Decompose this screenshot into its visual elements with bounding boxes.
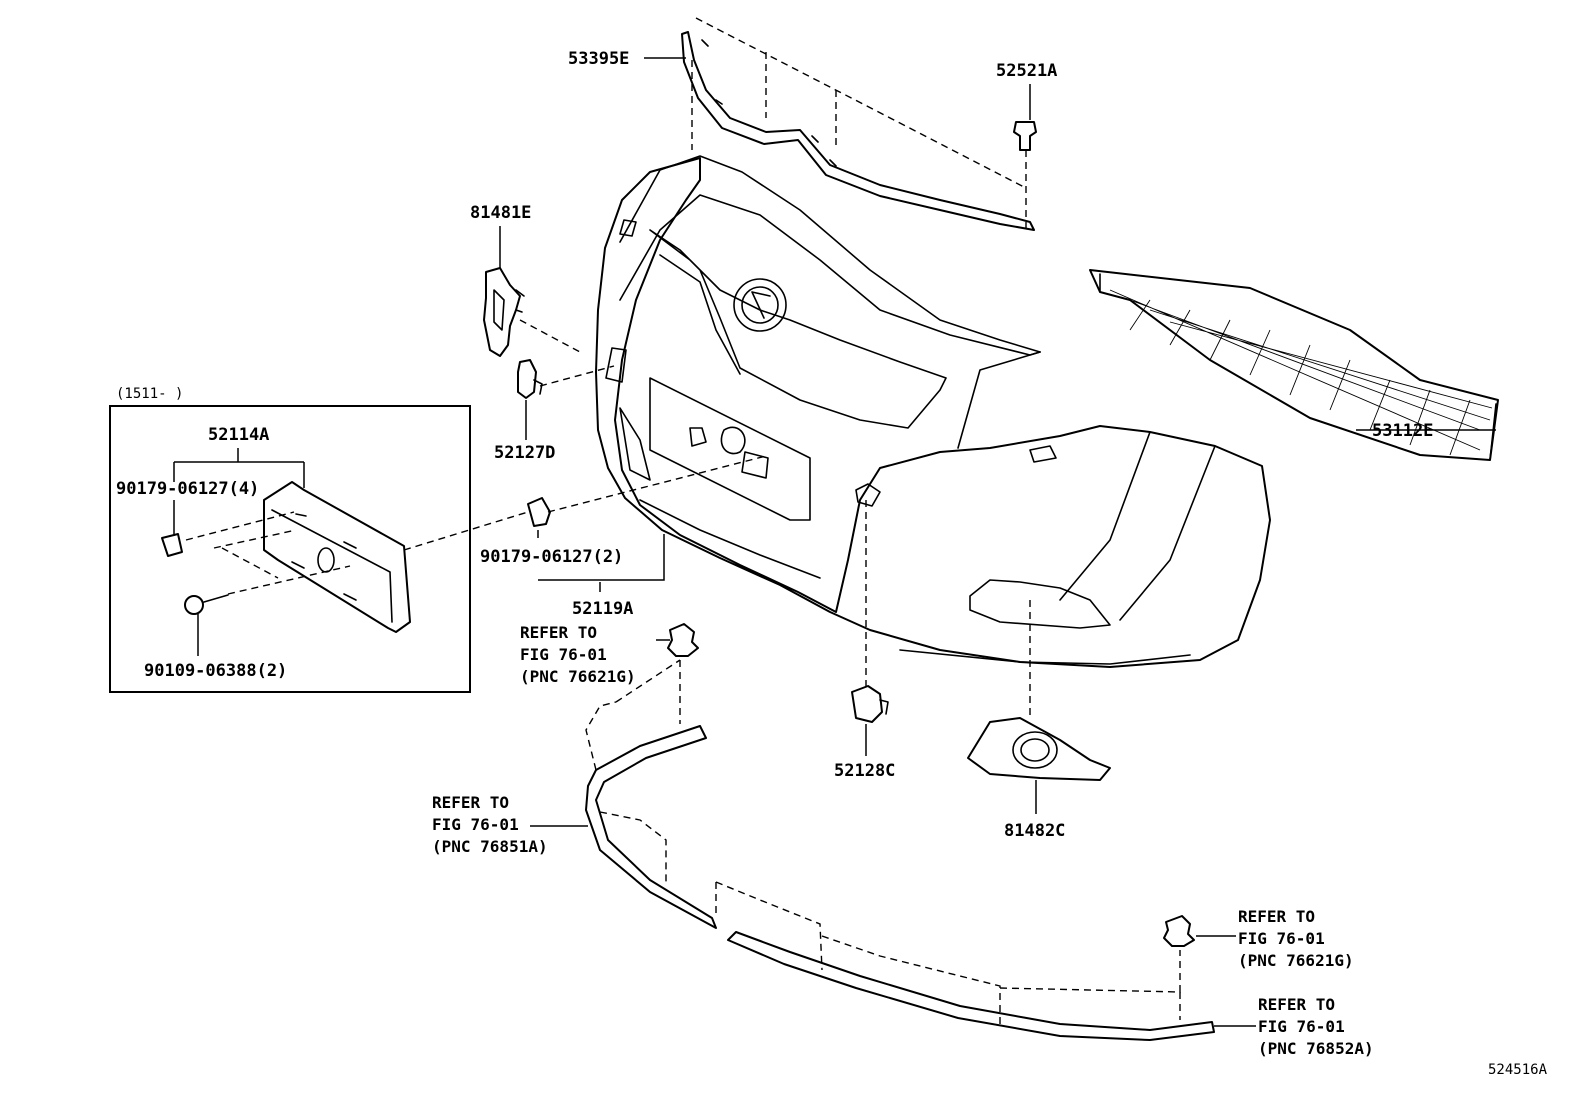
figure-id: 524516A: [1488, 1062, 1548, 1078]
label-81481E: 81481E: [470, 203, 531, 223]
label-52128C: 52128C: [834, 761, 895, 781]
label-53112E: 53112E: [1372, 421, 1433, 441]
refer-note-4-line3: (PNC 76852A): [1258, 1039, 1374, 1058]
nut-90179-outer[interactable]: [527, 497, 551, 527]
label-90109-06388-2: 90109-06388(2): [144, 661, 287, 681]
label-52114A: 52114A: [208, 425, 269, 445]
refer-note-2-line2: FIG 76-01: [432, 815, 519, 834]
refer-note-3-line2: FIG 76-01: [1238, 929, 1325, 948]
cap-52128C[interactable]: [851, 685, 889, 723]
refer-note-2-line3: (PNC 76851A): [432, 837, 548, 856]
refer-note-1: REFER TO FIG 76-01 (PNC 76621G): [520, 623, 636, 686]
label-90179-06127-4: 90179-06127(4): [116, 479, 259, 499]
fog-bezel-81482C[interactable]: [967, 717, 1111, 781]
refer-note-3-line1: REFER TO: [1238, 907, 1315, 926]
label-52127D: 52127D: [494, 443, 555, 463]
license-bracket-52114A[interactable]: [263, 481, 411, 633]
leader-lines: [173, 57, 1496, 1027]
lower-spoiler-left[interactable]: [585, 725, 717, 929]
refer-note-2-line1: REFER TO: [432, 793, 509, 812]
label-52521A: 52521A: [996, 61, 1057, 81]
bolt-90109[interactable]: [184, 594, 229, 615]
clip-52521A[interactable]: [1013, 121, 1037, 151]
label-81482C: 81482C: [1004, 821, 1065, 841]
refer-note-3-line3: (PNC 76621G): [1238, 951, 1354, 970]
grille-molding-53395E[interactable]: [681, 31, 1035, 231]
lower-grille-53112E[interactable]: [1089, 269, 1499, 461]
cap-52127D[interactable]: [517, 359, 543, 399]
refer-note-2: REFER TO FIG 76-01 (PNC 76851A): [432, 793, 548, 856]
label-90179-06127-2: 90179-06127(2): [480, 547, 623, 567]
assembly-lines: [185, 17, 1181, 1024]
refer-note-3: REFER TO FIG 76-01 (PNC 76621G): [1238, 907, 1354, 970]
inset-box: [109, 405, 471, 693]
refer-note-4-line1: REFER TO: [1258, 995, 1335, 1014]
label-52119A: 52119A: [572, 599, 633, 619]
refer-note-1-line1: REFER TO: [520, 623, 597, 642]
clip-76621G-right[interactable]: [1163, 915, 1195, 947]
inset-date-range: (1511- ): [116, 386, 183, 402]
refer-note-1-line2: FIG 76-01: [520, 645, 607, 664]
clip-76621G-left[interactable]: [667, 623, 699, 657]
nut-90179[interactable]: [161, 533, 183, 557]
lower-spoiler-right[interactable]: [727, 931, 1215, 1041]
refer-note-4: REFER TO FIG 76-01 (PNC 76852A): [1258, 995, 1374, 1058]
bumper-cover-52119A[interactable]: [595, 155, 1271, 668]
fog-cover-81481E[interactable]: [483, 267, 525, 357]
refer-note-1-line3: (PNC 76621G): [520, 667, 636, 686]
refer-note-4-line2: FIG 76-01: [1258, 1017, 1345, 1036]
label-53395E: 53395E: [568, 49, 629, 69]
